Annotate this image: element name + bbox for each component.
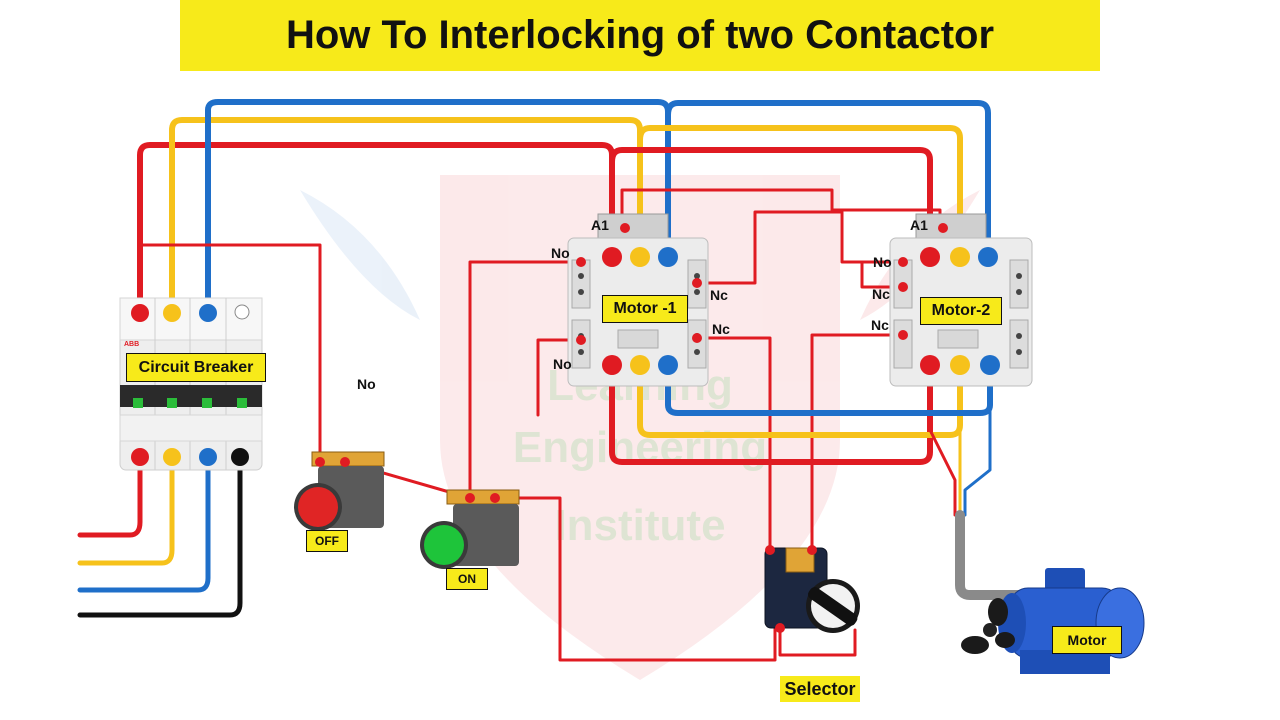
c2-no-tag: No <box>873 254 892 270</box>
wire-yellow-main <box>169 117 643 315</box>
motor-feed-red <box>928 428 957 517</box>
motor-feed-blue <box>963 408 992 517</box>
selector-switch[interactable] <box>764 545 860 633</box>
svg-text:Institute: Institute <box>554 501 725 550</box>
breaker-brand: ABB <box>124 341 139 348</box>
output-blue <box>665 365 993 416</box>
c2-a1-tag: A1 <box>910 217 928 233</box>
c2-terminal-yellow-bottom <box>950 355 970 375</box>
control-a1-link <box>620 188 942 230</box>
c1-no-top-tag: No <box>551 245 570 261</box>
c1-nc-top-terminal <box>692 278 702 288</box>
c1-nc-bottom-terminal <box>692 333 702 343</box>
control-on-to-c1-no <box>468 260 580 500</box>
supply-wire-black <box>77 455 243 618</box>
control-c2-nc-top <box>860 260 900 289</box>
wire-red-c2 <box>609 147 933 258</box>
wire-red-main <box>137 142 615 315</box>
c1-terminal-red-bottom <box>602 355 622 375</box>
output-red <box>609 365 933 465</box>
circuit-breaker-label: Circuit Breaker <box>126 353 266 382</box>
c2-terminal-red-top <box>920 247 940 267</box>
off-button-label: OFF <box>306 530 348 552</box>
c1-terminal-blue-bottom <box>658 355 678 375</box>
selector-label: Selector <box>780 676 860 702</box>
breaker-terminal-black-bottom <box>231 448 249 466</box>
on-button-label: ON <box>446 568 488 590</box>
off-push-button[interactable] <box>294 451 385 531</box>
control-c1-nc-to-c2 <box>698 210 900 285</box>
control-c2-nc-bottom-to-selector <box>810 333 900 552</box>
c2-terminal-yellow-top <box>950 247 970 267</box>
motor-fan-icon <box>961 598 1015 654</box>
wire-yellow-c2 <box>637 125 963 258</box>
control-breaker-to-off <box>138 243 322 462</box>
motor-cable <box>955 510 1050 600</box>
c1-terminal-blue-top <box>658 247 678 267</box>
circuit-breaker: ABB <box>119 297 263 471</box>
c2-nc-top-terminal <box>898 282 908 292</box>
c1-terminal-red-top <box>602 247 622 267</box>
c1-nc-bottom-tag: Nc <box>712 321 730 337</box>
breaker-terminal-blue-top <box>199 304 217 322</box>
c2-a1-terminal <box>938 223 948 233</box>
c1-terminal-yellow-top <box>630 247 650 267</box>
selector-knob[interactable] <box>806 585 859 628</box>
breaker-terminal-yellow-top <box>163 304 181 322</box>
control-c1-nc-bottom-to-selector <box>698 336 772 552</box>
motor-label: Motor <box>1052 626 1122 654</box>
page-title: How To Interlocking of two Contactor <box>285 13 995 57</box>
control-c1-no-bottom <box>536 338 580 417</box>
control-on-to-selector <box>493 496 777 662</box>
wire-blue-c2 <box>665 100 991 258</box>
c2-terminal-blue-top <box>978 247 998 267</box>
contactor1-label: Motor -1 <box>602 295 688 323</box>
c1-no-top-terminal <box>576 257 586 267</box>
breaker-terminal-blue-bottom <box>199 448 217 466</box>
on-push-button[interactable] <box>420 489 520 569</box>
supply-wire-red <box>77 455 143 538</box>
c1-no-bottom-terminal <box>576 335 586 345</box>
c2-nc-bottom-tag: Nc <box>871 317 889 333</box>
breaker-terminal-red-bottom <box>131 448 149 466</box>
c1-a1-tag: A1 <box>591 217 609 233</box>
supply-wire-yellow <box>77 455 175 566</box>
breaker-terminal-red-top <box>131 304 149 322</box>
off-button-cap[interactable] <box>298 487 338 527</box>
contactor2-label: Motor-2 <box>920 297 1002 325</box>
c2-nc-bottom-terminal <box>898 330 908 340</box>
supply-wire-blue <box>77 455 211 593</box>
title-banner: How To Interlocking of two Contactor <box>180 0 1100 71</box>
c2-terminal-blue-bottom <box>980 355 1000 375</box>
c2-nc-top-tag: Nc <box>872 286 890 302</box>
breaker-terminal-yellow-bottom <box>163 448 181 466</box>
c2-no-terminal <box>898 257 908 267</box>
c1-nc-top-tag: Nc <box>710 287 728 303</box>
c1-terminal-yellow-bottom <box>630 355 650 375</box>
control-selector-loop <box>778 623 857 657</box>
free-no-label: No <box>357 376 376 392</box>
motor <box>961 568 1145 674</box>
c2-terminal-red-bottom <box>920 355 940 375</box>
on-button-cap[interactable] <box>424 525 464 565</box>
c1-a1-terminal <box>620 223 630 233</box>
c1-no-bottom-tag: No <box>553 356 572 372</box>
